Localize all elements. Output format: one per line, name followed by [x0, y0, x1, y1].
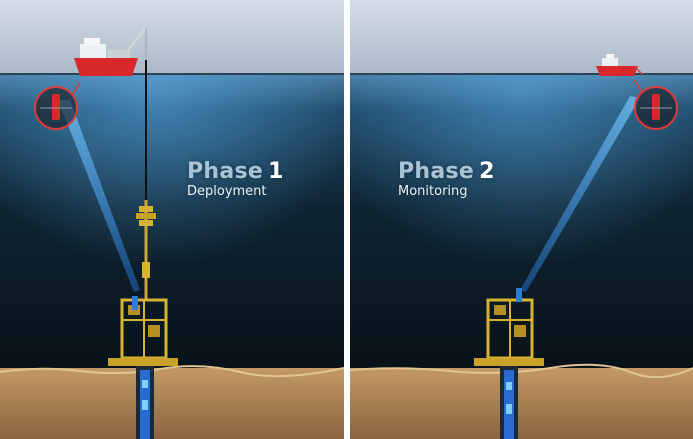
running-tool-icon	[136, 206, 156, 278]
seabed	[0, 368, 344, 439]
acoustic-beam	[520, 96, 640, 292]
phase-2-scene	[350, 0, 693, 439]
transducer-callout-icon	[633, 79, 678, 130]
subsea-frame-icon	[474, 288, 544, 366]
phase-label: Deployment	[187, 184, 267, 199]
transducer-callout-icon	[34, 81, 81, 130]
phase-label: Monitoring	[398, 184, 468, 199]
acoustic-beam	[58, 100, 140, 292]
phase-word: Phase	[398, 159, 475, 184]
phase-1-scene	[0, 0, 344, 439]
sky	[0, 0, 344, 74]
vessel-icon	[74, 27, 147, 76]
sky	[350, 0, 693, 74]
seabed	[350, 368, 693, 439]
phase-word: Phase	[187, 159, 264, 184]
wellhead-icon	[500, 366, 518, 439]
wellhead-icon	[136, 366, 154, 439]
phase-number: 2	[479, 159, 495, 184]
phase-number: 1	[268, 159, 284, 184]
subsea-frame-icon	[108, 296, 178, 366]
vessel-icon	[596, 54, 643, 76]
panel-divider	[344, 0, 350, 439]
